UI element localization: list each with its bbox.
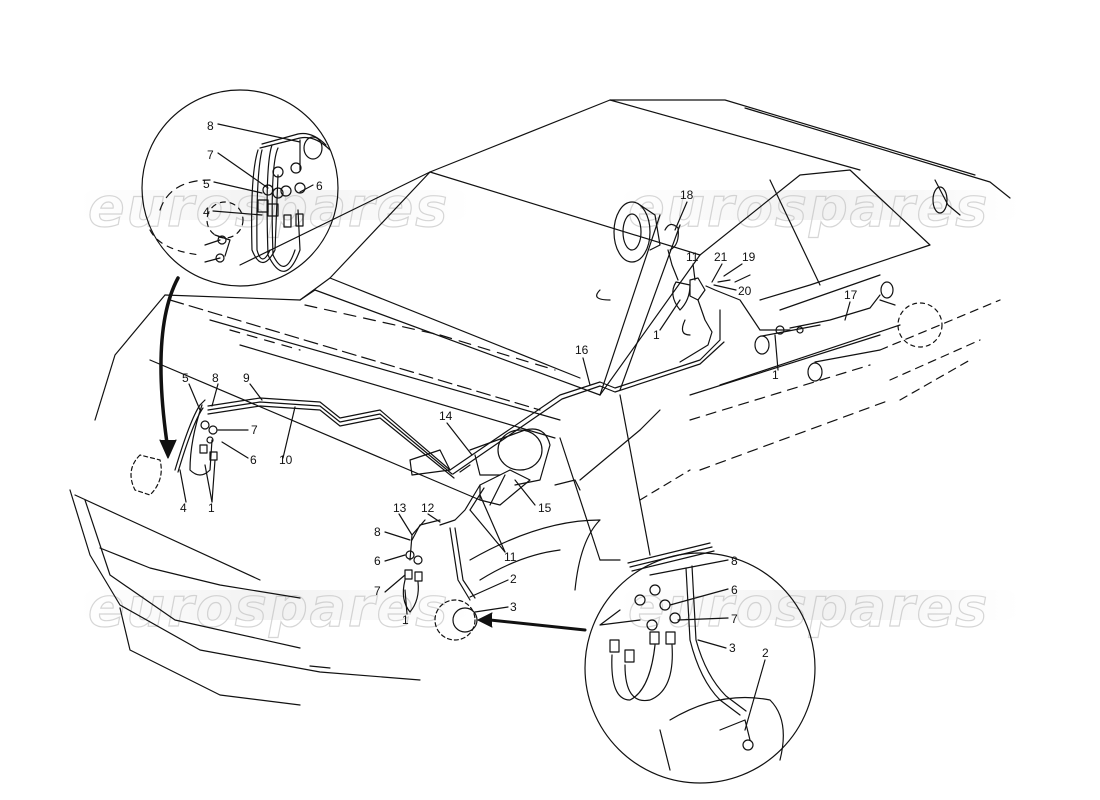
callout-2: 2 bbox=[762, 646, 769, 660]
callout-17: 17 bbox=[844, 288, 858, 302]
callout-15: 15 bbox=[538, 501, 552, 515]
car-body bbox=[69, 99, 1011, 706]
brake-pipe-16 bbox=[449, 309, 721, 471]
master-cylinder-assembly bbox=[384, 422, 551, 641]
callout-7: 7 bbox=[207, 148, 214, 162]
rear-brake-assembly bbox=[596, 201, 943, 382]
callout-11: 11 bbox=[504, 550, 517, 564]
callout-5: 5 bbox=[203, 177, 210, 191]
callout-10: 10 bbox=[279, 453, 293, 467]
callout-12: 12 bbox=[421, 501, 435, 515]
callout-1: 1 bbox=[653, 328, 660, 342]
callout-3: 3 bbox=[510, 600, 517, 614]
callout-11: 11 bbox=[686, 250, 699, 264]
callout-8: 8 bbox=[212, 371, 219, 385]
callout-7: 7 bbox=[251, 423, 258, 437]
callout-18: 18 bbox=[680, 188, 694, 202]
callout-6: 6 bbox=[250, 453, 257, 467]
callout-5: 5 bbox=[182, 371, 189, 385]
callout-4: 4 bbox=[203, 205, 210, 219]
callout-4: 4 bbox=[180, 501, 187, 515]
callout-19: 19 bbox=[742, 250, 756, 264]
callout-6: 6 bbox=[316, 179, 323, 193]
callout-2: 2 bbox=[510, 572, 517, 586]
pointer-arrow bbox=[159, 276, 180, 452]
callout-6: 6 bbox=[731, 583, 738, 597]
callout-7: 7 bbox=[374, 584, 381, 598]
callout-7: 7 bbox=[731, 612, 738, 626]
callout-20: 20 bbox=[738, 284, 752, 298]
callout-6: 6 bbox=[374, 554, 381, 568]
callout-9: 9 bbox=[243, 371, 250, 385]
callout-1: 1 bbox=[208, 501, 215, 515]
callout-8: 8 bbox=[374, 525, 381, 539]
callout-13: 13 bbox=[393, 501, 407, 515]
callout-1: 1 bbox=[402, 613, 409, 627]
callout-1: 1 bbox=[772, 368, 779, 382]
callout-labels: 8 7 5 6 4 5 8 9 7 6 10 4 1 14 15 13 12 1… bbox=[180, 119, 858, 660]
inset-front-left-caliper bbox=[141, 89, 339, 287]
callout-3: 3 bbox=[729, 641, 736, 655]
front-left-brake-assembly bbox=[130, 383, 455, 503]
inset-front-right-caliper bbox=[584, 542, 816, 784]
callout-14: 14 bbox=[439, 409, 453, 423]
callout-16: 16 bbox=[575, 343, 589, 357]
callout-8: 8 bbox=[731, 554, 738, 568]
pointer-arrow-2 bbox=[488, 618, 587, 632]
callout-8: 8 bbox=[207, 119, 214, 133]
callout-21: 21 bbox=[714, 250, 728, 264]
